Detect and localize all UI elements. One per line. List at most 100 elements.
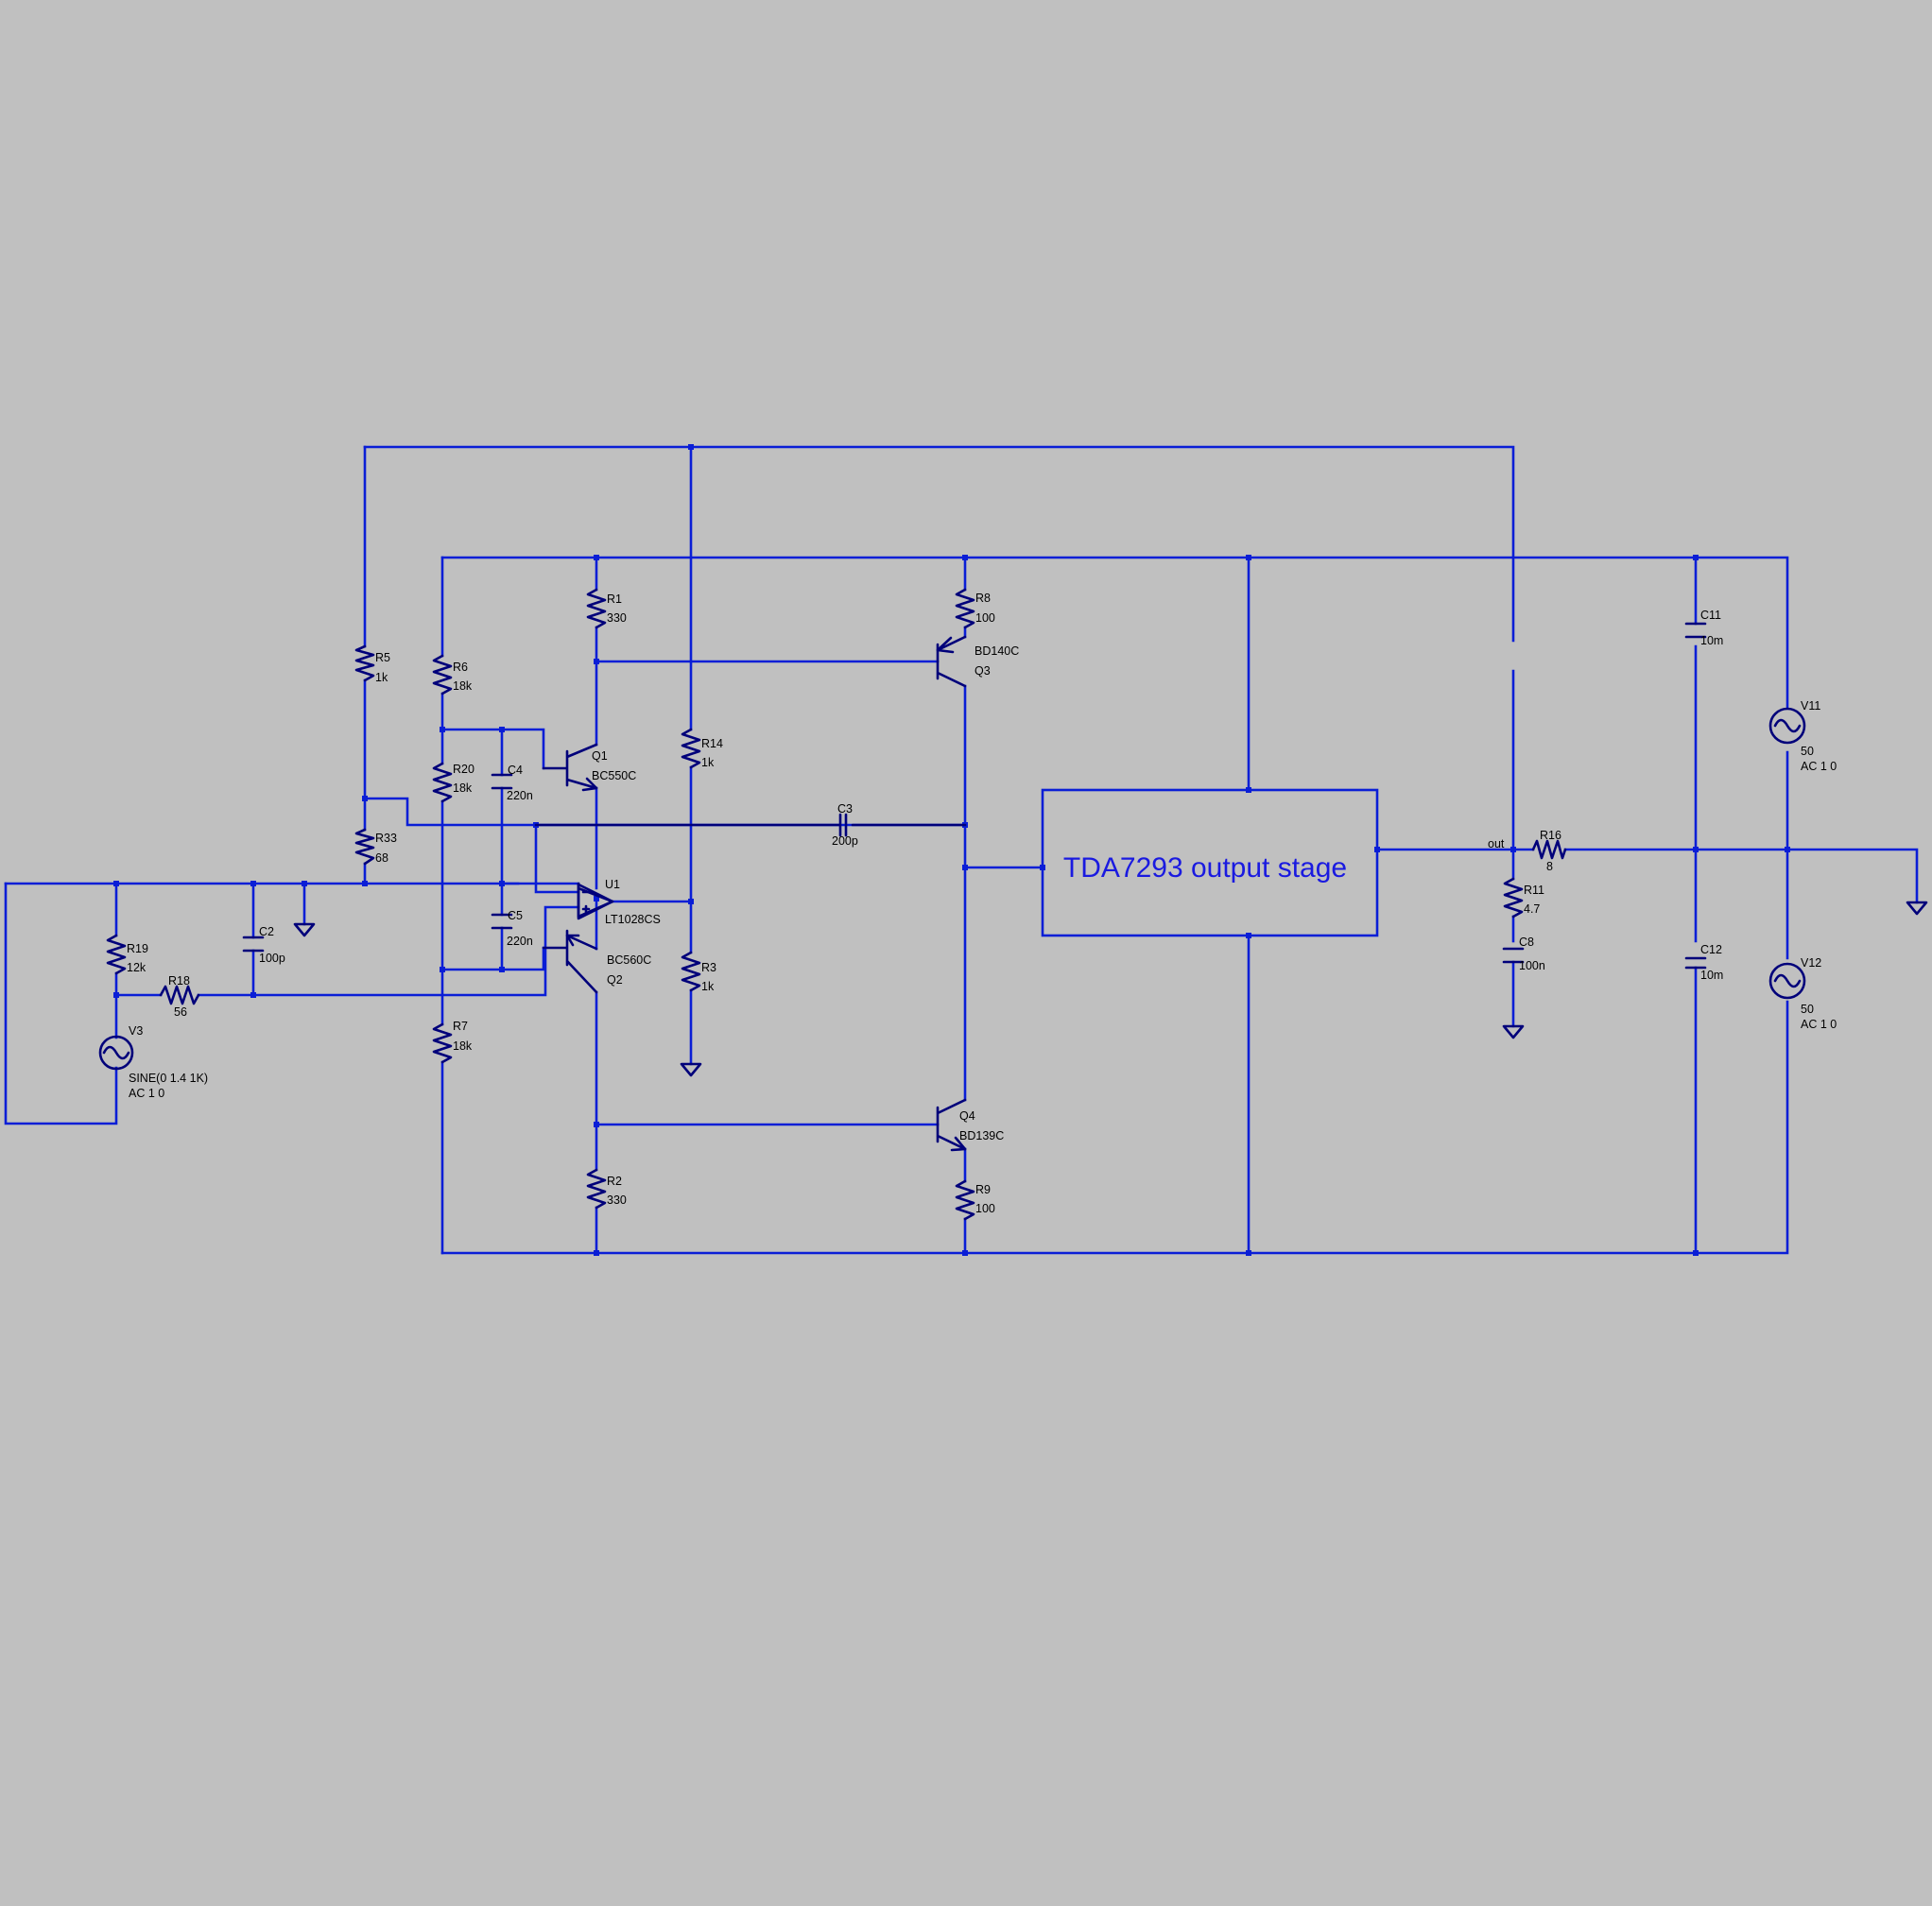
ref-r14: R14: [701, 737, 723, 750]
value-r9: 100: [975, 1202, 995, 1215]
value-u1: LT1028CS: [605, 913, 661, 926]
sources: [98, 707, 1806, 1071]
capacitor-c12[interactable]: [1684, 956, 1707, 970]
resistor-r5[interactable]: [354, 644, 375, 682]
value-c4: 220n: [507, 789, 533, 802]
value-c12: 10m: [1700, 969, 1723, 982]
ref-r16: R16: [1540, 829, 1561, 842]
component-labels: out R1 330 R2 330 R3 1k R5 1k R6 18k R7 …: [127, 592, 1837, 1215]
capacitor-c2[interactable]: [242, 936, 265, 953]
source-v11[interactable]: [1768, 707, 1806, 745]
capacitors: [242, 622, 1707, 970]
resistor-r14[interactable]: [681, 728, 701, 769]
value-c5: 220n: [507, 935, 533, 948]
tda7293-block[interactable]: TDA7293 output stage: [1041, 788, 1379, 937]
capacitor-c5[interactable]: [491, 913, 513, 930]
capacitor-c8[interactable]: [1502, 947, 1525, 964]
value-r3: 1k: [701, 980, 715, 993]
junction: [594, 1250, 599, 1256]
junction: [113, 992, 119, 998]
junction: [1510, 847, 1516, 852]
value-q3: BD140C: [975, 644, 1019, 658]
junction: [250, 992, 256, 998]
value-r5: 1k: [375, 671, 388, 684]
junction: [962, 1250, 968, 1256]
ground-symbol: [1502, 1024, 1525, 1039]
grounds: [293, 901, 1928, 1077]
junction: [362, 796, 368, 801]
value-r18: 56: [174, 1005, 187, 1019]
capacitor-c11[interactable]: [1684, 622, 1707, 639]
junction: [302, 881, 307, 886]
ref-r5: R5: [375, 651, 390, 664]
transistor-q2[interactable]: [542, 929, 598, 994]
ref-c4: C4: [508, 764, 523, 777]
label-out: out: [1488, 837, 1505, 850]
ref-q1: Q1: [592, 749, 608, 763]
resistor-r2[interactable]: [586, 1168, 607, 1210]
capacitor-c3[interactable]: [534, 813, 967, 837]
junction: [594, 896, 599, 901]
ref-c8: C8: [1519, 936, 1534, 949]
ref-v11: V11: [1801, 699, 1820, 713]
junction: [1693, 1250, 1699, 1256]
resistor-r8[interactable]: [955, 588, 975, 629]
source-v3[interactable]: [98, 1035, 134, 1071]
ref-c12: C12: [1700, 943, 1722, 956]
ref-r19: R19: [127, 942, 148, 955]
source-v12[interactable]: [1768, 962, 1806, 1000]
ground-symbol: [293, 922, 316, 937]
junction: [440, 967, 445, 972]
ref-c2: C2: [259, 925, 274, 938]
value-c3: 200p: [832, 834, 858, 848]
value-r1: 330: [607, 611, 627, 625]
junction: [113, 881, 119, 886]
block-label: TDA7293 output stage: [1063, 852, 1347, 884]
opamp-u1[interactable]: [577, 882, 614, 920]
ref-r7: R7: [453, 1020, 468, 1033]
resistor-r3[interactable]: [681, 951, 701, 992]
ref-r18: R18: [168, 974, 190, 987]
transistor-q4[interactable]: [936, 1098, 967, 1152]
ground-symbol: [1906, 901, 1928, 916]
junction: [688, 444, 694, 450]
value-r14: 1k: [701, 756, 715, 769]
transistor-q1[interactable]: [542, 743, 598, 792]
resistor-r7[interactable]: [432, 1022, 453, 1064]
junction: [594, 1122, 599, 1127]
resistor-r6[interactable]: [432, 654, 453, 695]
capacitor-c4[interactable]: [491, 773, 513, 790]
resistors: [106, 588, 1567, 1221]
junction: [594, 555, 599, 560]
value-r2: 330: [607, 1193, 627, 1207]
value-c8: 100n: [1519, 959, 1545, 972]
resistor-r11[interactable]: [1503, 877, 1524, 919]
value-r19: 12k: [127, 961, 147, 974]
resistor-r18[interactable]: [159, 985, 200, 1005]
value-c11: 10m: [1700, 634, 1723, 647]
junction: [250, 881, 256, 886]
resistor-r20[interactable]: [432, 762, 453, 803]
ac-v12: AC 1 0: [1801, 1018, 1837, 1031]
resistor-r16[interactable]: [1531, 839, 1567, 860]
resistor-r33[interactable]: [354, 828, 375, 866]
junction: [1693, 847, 1699, 852]
value-r16: 8: [1546, 860, 1553, 873]
ref-r11: R11: [1524, 884, 1544, 897]
ref-q4: Q4: [959, 1109, 975, 1123]
junction: [1246, 1250, 1251, 1256]
resistor-r19[interactable]: [106, 934, 127, 975]
transistor-q3[interactable]: [936, 635, 967, 688]
ref-r20: R20: [453, 763, 474, 776]
ac-v11: AC 1 0: [1801, 760, 1837, 773]
ref-r33: R33: [375, 832, 397, 845]
value-q1: BC550C: [592, 769, 636, 782]
junction: [688, 899, 694, 904]
transistors: [542, 635, 967, 1152]
ref-c11: C11: [1700, 609, 1721, 622]
resistor-r9[interactable]: [955, 1179, 975, 1221]
resistor-r1[interactable]: [586, 588, 607, 629]
ref-u1: U1: [605, 878, 620, 891]
value-v12: 50: [1801, 1003, 1814, 1016]
wires: [4, 445, 1919, 1255]
